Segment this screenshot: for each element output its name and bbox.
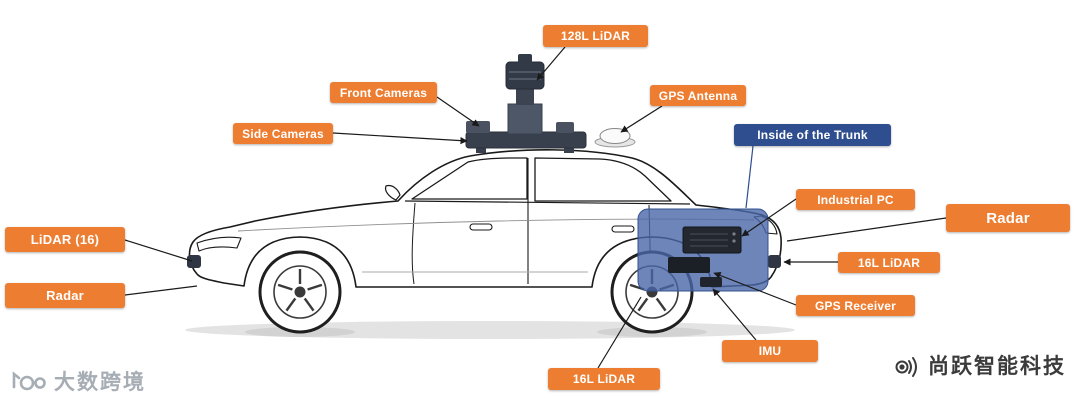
connector-imu [712, 288, 757, 341]
label-lidar-16-left: LiDAR (16) [5, 227, 125, 252]
label-industrial-pc: Industrial PC [796, 189, 915, 210]
gps-receiver-box [668, 257, 710, 273]
label-16l-lidar-right: 16L LiDAR [838, 252, 940, 273]
connector-gps-receiver [713, 272, 797, 306]
lens-waves-icon [895, 357, 917, 377]
watermark-right: 尚跃智能科技 [892, 350, 1066, 380]
label-128l-lidar: 128L LiDAR [543, 25, 648, 47]
label-imu: IMU [722, 340, 818, 362]
gps-antenna-dome [594, 128, 636, 148]
watermark-left-text: 大数跨境 [54, 371, 146, 394]
label-gps-antenna: GPS Antenna [650, 85, 746, 106]
connector-front-cameras [436, 96, 480, 127]
connector-inside-trunk [745, 145, 754, 209]
label-inside-of-the-trunk: Inside of the Trunk [734, 124, 891, 146]
trunk-overlay [637, 208, 769, 292]
roof-lidar-128 [505, 54, 545, 135]
label-front-cameras: Front Cameras [330, 82, 437, 103]
front-lidar-16 [187, 255, 201, 268]
connector-radar-right [786, 217, 947, 242]
rear-lidar-16 [768, 255, 781, 268]
front-wheel [258, 250, 342, 334]
side-camera-unit [556, 122, 574, 133]
connector-side-cameras [332, 132, 468, 145]
label-gps-receiver: GPS Receiver [796, 295, 915, 316]
connector-lidar-16-left [124, 239, 193, 262]
watermark-right-text: 尚跃智能科技 [928, 355, 1066, 378]
label-side-cameras: Side Cameras [233, 123, 333, 144]
connector-radar-left [124, 285, 198, 296]
glasses-logo-icon [12, 371, 46, 391]
label-radar-left: Radar [5, 283, 125, 308]
label-radar-right: Radar [946, 204, 1070, 232]
imu-box [700, 277, 722, 287]
connector-lines [124, 46, 947, 369]
watermark-left: 大数跨境 [10, 366, 146, 396]
industrial-pc-box [682, 226, 742, 254]
roof-rack [465, 121, 587, 153]
connector-128l-lidar [536, 46, 566, 81]
connector-industrial-pc [741, 198, 797, 237]
connector-gps-antenna [620, 105, 663, 133]
connector-16l-lidar-bottom [597, 296, 642, 369]
front-camera-unit [466, 121, 490, 133]
label-16l-lidar-bottom: 16L LiDAR [548, 368, 660, 390]
